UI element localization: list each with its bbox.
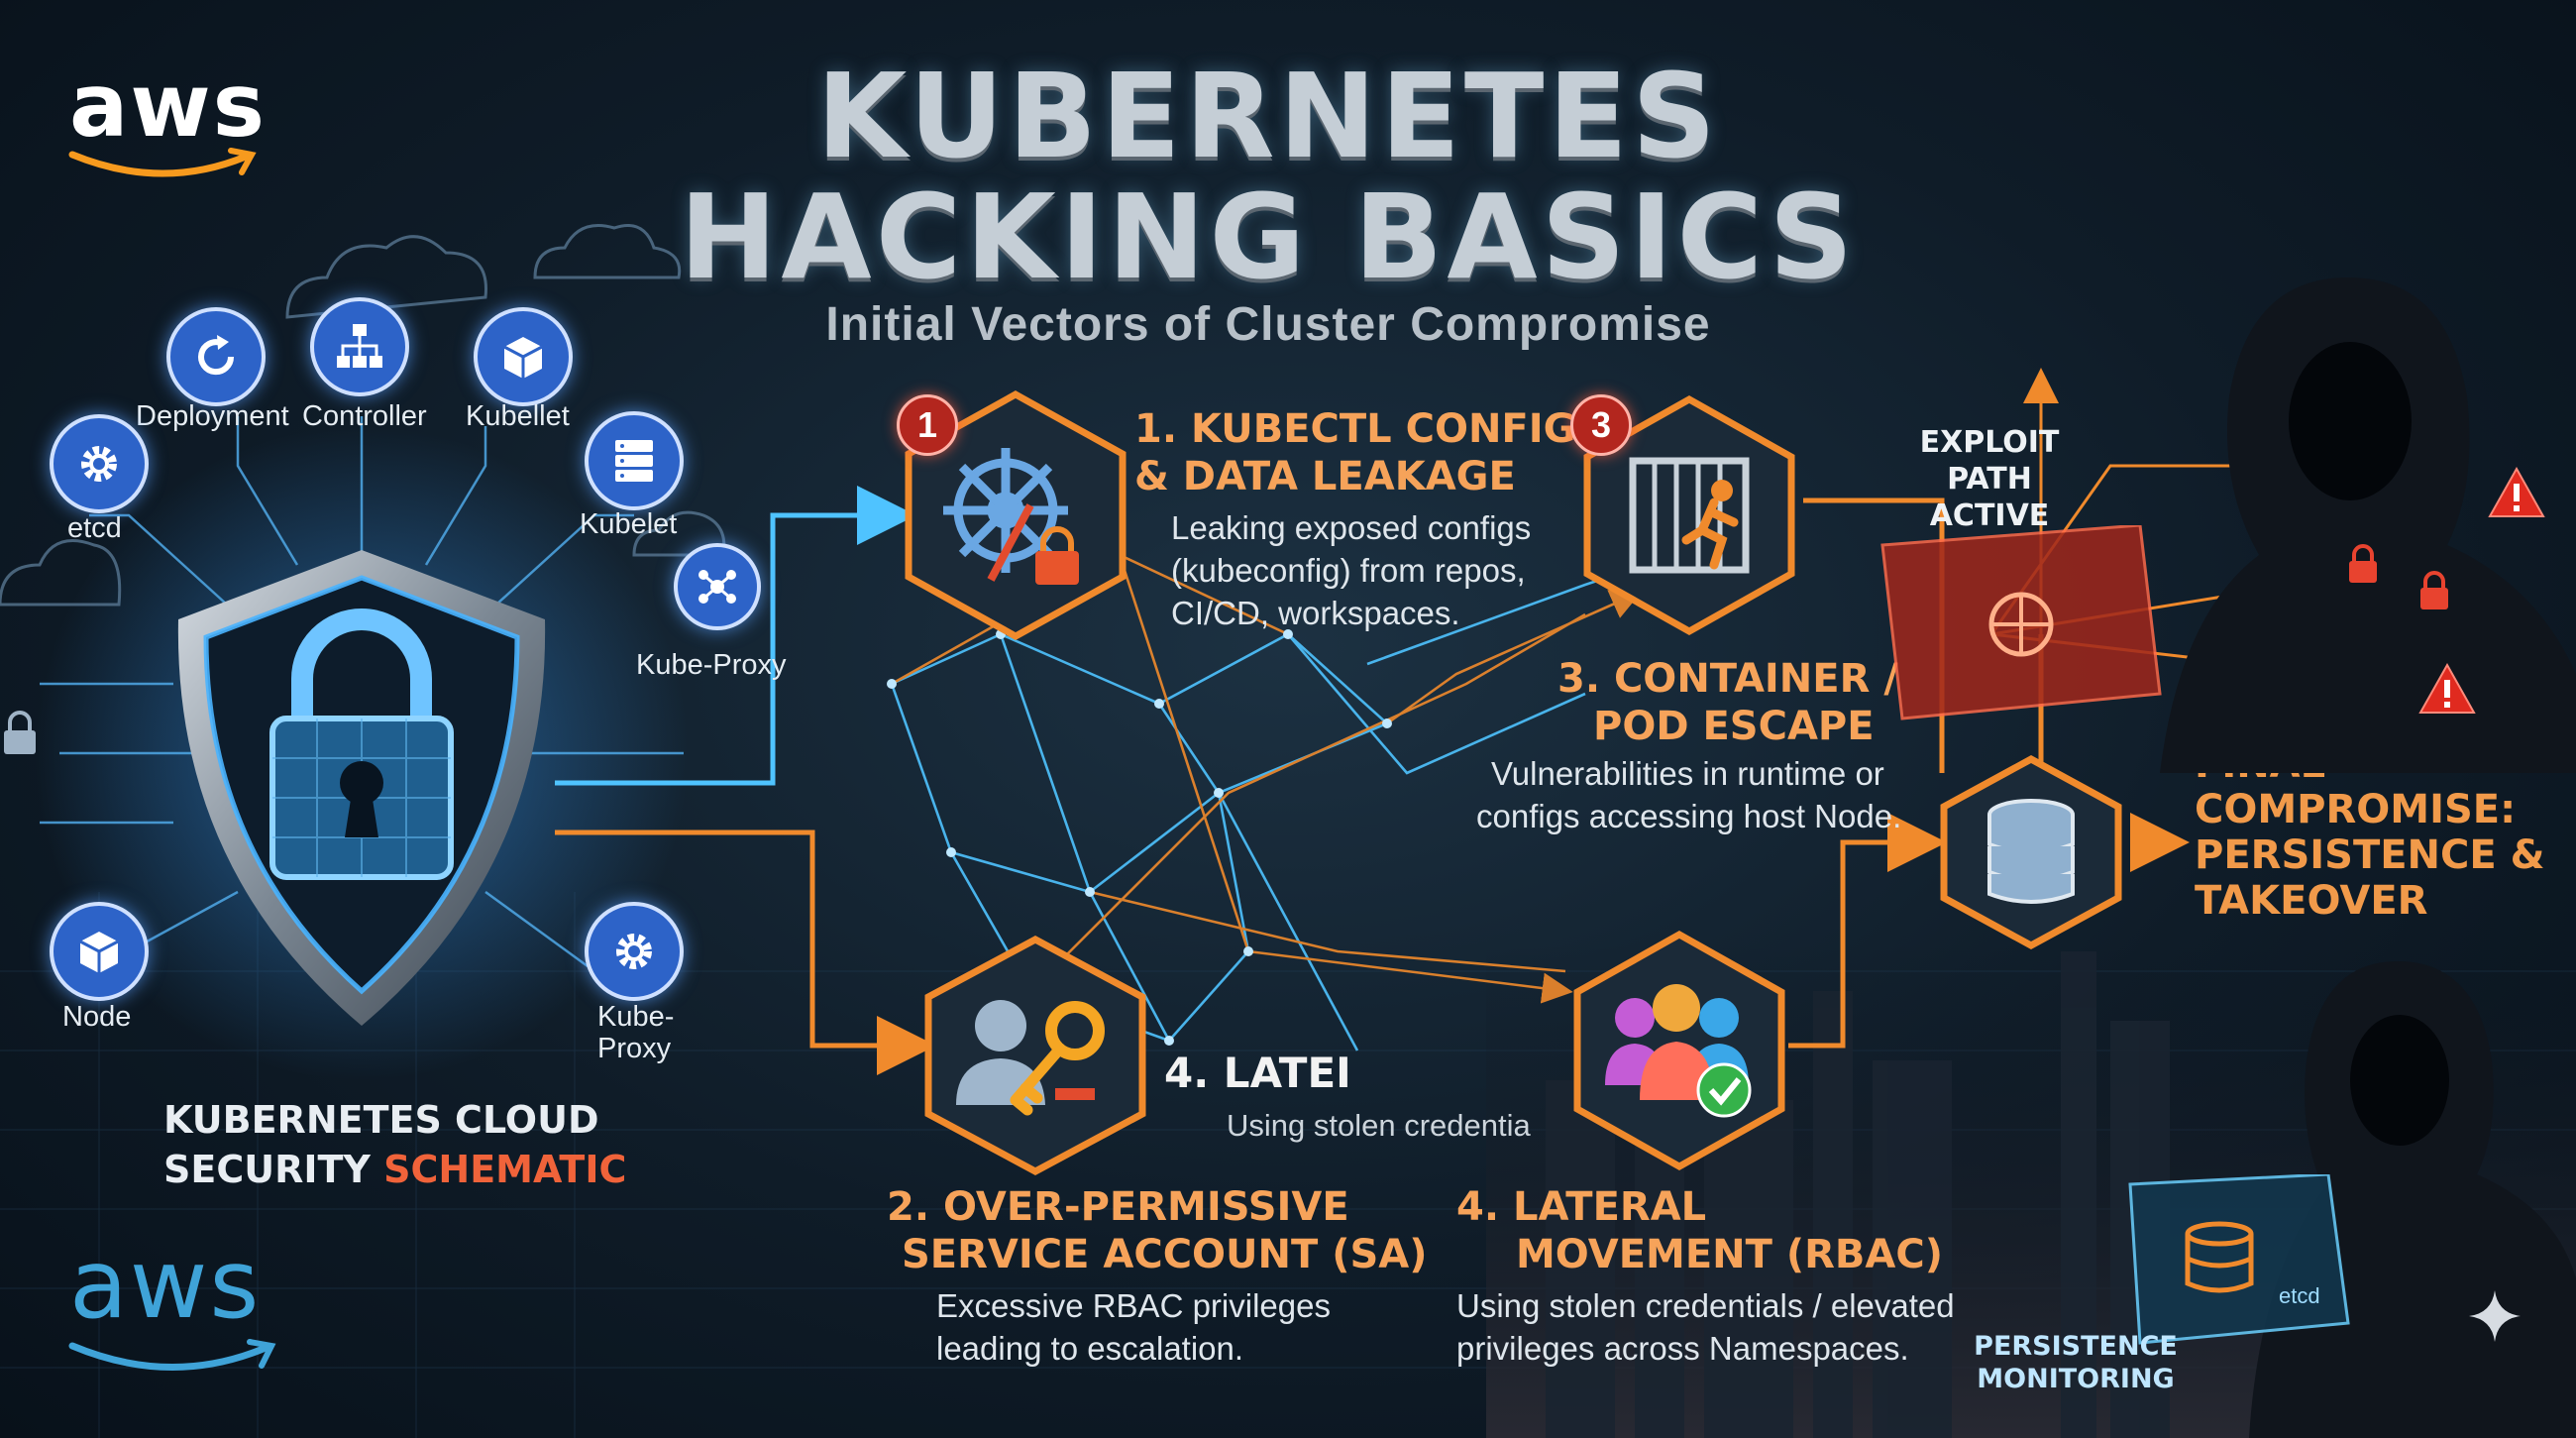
vector-2-title-1: 2. OVER-PERMISSIVE bbox=[887, 1184, 1349, 1230]
laptop-etcd-label: etcd bbox=[2279, 1283, 2320, 1308]
vector-3-hexagon bbox=[1583, 394, 1795, 636]
schematic-line1: KUBERNETES CLOUD bbox=[163, 1098, 599, 1142]
group-check-icon bbox=[1605, 984, 1752, 1118]
ghost-title: 4. LATEI bbox=[1164, 1049, 1351, 1097]
vector-1-desc-2: (kubeconfig) from repos, bbox=[1171, 552, 1526, 589]
exploit-line3: ACTIVE bbox=[1929, 498, 2050, 533]
cube-icon bbox=[50, 902, 149, 1001]
vector-4-title-1: 4. LATERAL bbox=[1456, 1184, 1707, 1230]
route-4-to-db bbox=[1788, 813, 1947, 1049]
vector-2-title-2: SERVICE ACCOUNT (SA) bbox=[902, 1232, 1428, 1277]
vector-4-desc-2: privileges across Namespaces. bbox=[1456, 1330, 1909, 1367]
user-key-icon bbox=[956, 1000, 1105, 1116]
vector-2-desc-2: leading to escalation. bbox=[936, 1330, 1244, 1367]
server-icon bbox=[585, 411, 684, 510]
sparkle-icon bbox=[2469, 1290, 2521, 1342]
hooded-hacker-top bbox=[2160, 277, 2576, 773]
vector-2-desc-1: Excessive RBAC privileges bbox=[936, 1287, 1331, 1324]
final-line4: TAKEOVER bbox=[2195, 878, 2428, 924]
refresh-icon bbox=[166, 307, 266, 406]
page-subtitle: Initial Vectors of Cluster Compromise bbox=[825, 298, 1711, 351]
warning-icon bbox=[2418, 662, 2476, 714]
security-shield-icon bbox=[177, 550, 546, 1026]
vector-3-badge: 3 bbox=[1570, 394, 1632, 456]
vector-1-hexagon bbox=[905, 389, 1127, 641]
final-line2: COMPROMISE: bbox=[2195, 787, 2517, 832]
schematic-line2: SECURITY SCHEMATIC bbox=[163, 1148, 627, 1191]
page-title-line1: KUBERNETES bbox=[815, 48, 1721, 184]
laptop-icon: etcd bbox=[2128, 1174, 2350, 1345]
route-to-vector-1 bbox=[555, 486, 916, 786]
component-label-controller: Controller bbox=[302, 400, 427, 432]
schematic-label: KUBERNETES CLOUD SECURITY SCHEMATIC bbox=[163, 1095, 626, 1194]
route-to-vector-2 bbox=[555, 830, 936, 1075]
ghost-desc: Using stolen credentia bbox=[1227, 1108, 1531, 1143]
hacker-tablet bbox=[1880, 525, 2162, 720]
component-label-kube-proxy-2: Kube- bbox=[597, 1001, 675, 1033]
aws-smile-top bbox=[68, 148, 257, 177]
component-label-kube-proxy-2b: Proxy bbox=[597, 1033, 672, 1064]
vector-1-desc-1: Leaking exposed configs bbox=[1171, 509, 1532, 546]
aws-logo-bottom: aws bbox=[69, 1229, 262, 1340]
component-label-node: Node bbox=[62, 1001, 132, 1033]
aws-logo-top: aws bbox=[69, 55, 268, 157]
database-icon bbox=[1987, 799, 2075, 904]
component-label-kubellet: Kubellet bbox=[466, 400, 570, 432]
component-label-deployment: Deployment bbox=[136, 400, 289, 432]
vector-3-title-1: 3. CONTAINER / bbox=[1557, 656, 1898, 702]
network-icon bbox=[674, 543, 761, 630]
warning-icon bbox=[2488, 466, 2545, 517]
exploit-line2: PATH bbox=[1947, 462, 2032, 497]
final-line3: PERSISTENCE & bbox=[2195, 832, 2545, 878]
cloud-icons bbox=[0, 224, 726, 607]
gear-icon bbox=[585, 902, 684, 1001]
vector-3-desc-1: Vulnerabilities in runtime or bbox=[1491, 755, 1884, 792]
aws-smile-bottom bbox=[68, 1339, 276, 1371]
vector-1-title-2: & DATA LEAKAGE bbox=[1134, 454, 1516, 499]
padlock-icon bbox=[2349, 544, 2377, 583]
vector-1-desc-3: CI/CD, workspaces. bbox=[1171, 595, 1460, 631]
vector-2-hexagon bbox=[924, 936, 1146, 1175]
page-title-line2: HACKING BASICS bbox=[679, 168, 1858, 305]
hierarchy-icon bbox=[310, 297, 409, 396]
vector-4-desc-1: Using stolen credentials / elevated bbox=[1456, 1287, 1955, 1324]
persist-line2: MONITORING bbox=[1977, 1364, 2175, 1394]
component-label-kube-proxy: Kube-Proxy bbox=[636, 649, 787, 681]
escape-cage-icon bbox=[1629, 457, 1750, 574]
vector-4-hexagon bbox=[1573, 930, 1785, 1171]
exploit-path-label: EXPLOIT PATH ACTIVE bbox=[1900, 424, 2079, 534]
database-hexagon bbox=[1940, 755, 2122, 949]
exploit-line1: EXPLOIT bbox=[1919, 425, 2060, 460]
vector-4-title-2: MOVEMENT (RBAC) bbox=[1516, 1232, 1943, 1277]
gear-icon bbox=[50, 414, 149, 513]
vector-1-badge: 1 bbox=[897, 394, 958, 456]
component-label-etcd: etcd bbox=[67, 512, 122, 544]
cube-icon bbox=[474, 307, 573, 406]
persist-line1: PERSISTENCE bbox=[1974, 1331, 2178, 1362]
vector-3-title-2: POD ESCAPE bbox=[1593, 704, 1875, 749]
persistence-monitoring-label: PERSISTENCE MONITORING bbox=[1942, 1330, 2209, 1395]
vector-3-desc-2: configs accessing host Node. bbox=[1476, 798, 1902, 834]
component-label-kubelet: Kubelet bbox=[580, 508, 678, 540]
vector-1-title-1: 1. KUBECTL CONFIG bbox=[1134, 406, 1576, 452]
padlock-icon bbox=[2420, 571, 2448, 609]
padlock-icon bbox=[4, 711, 36, 754]
skyline-buildings bbox=[1546, 951, 2170, 1438]
